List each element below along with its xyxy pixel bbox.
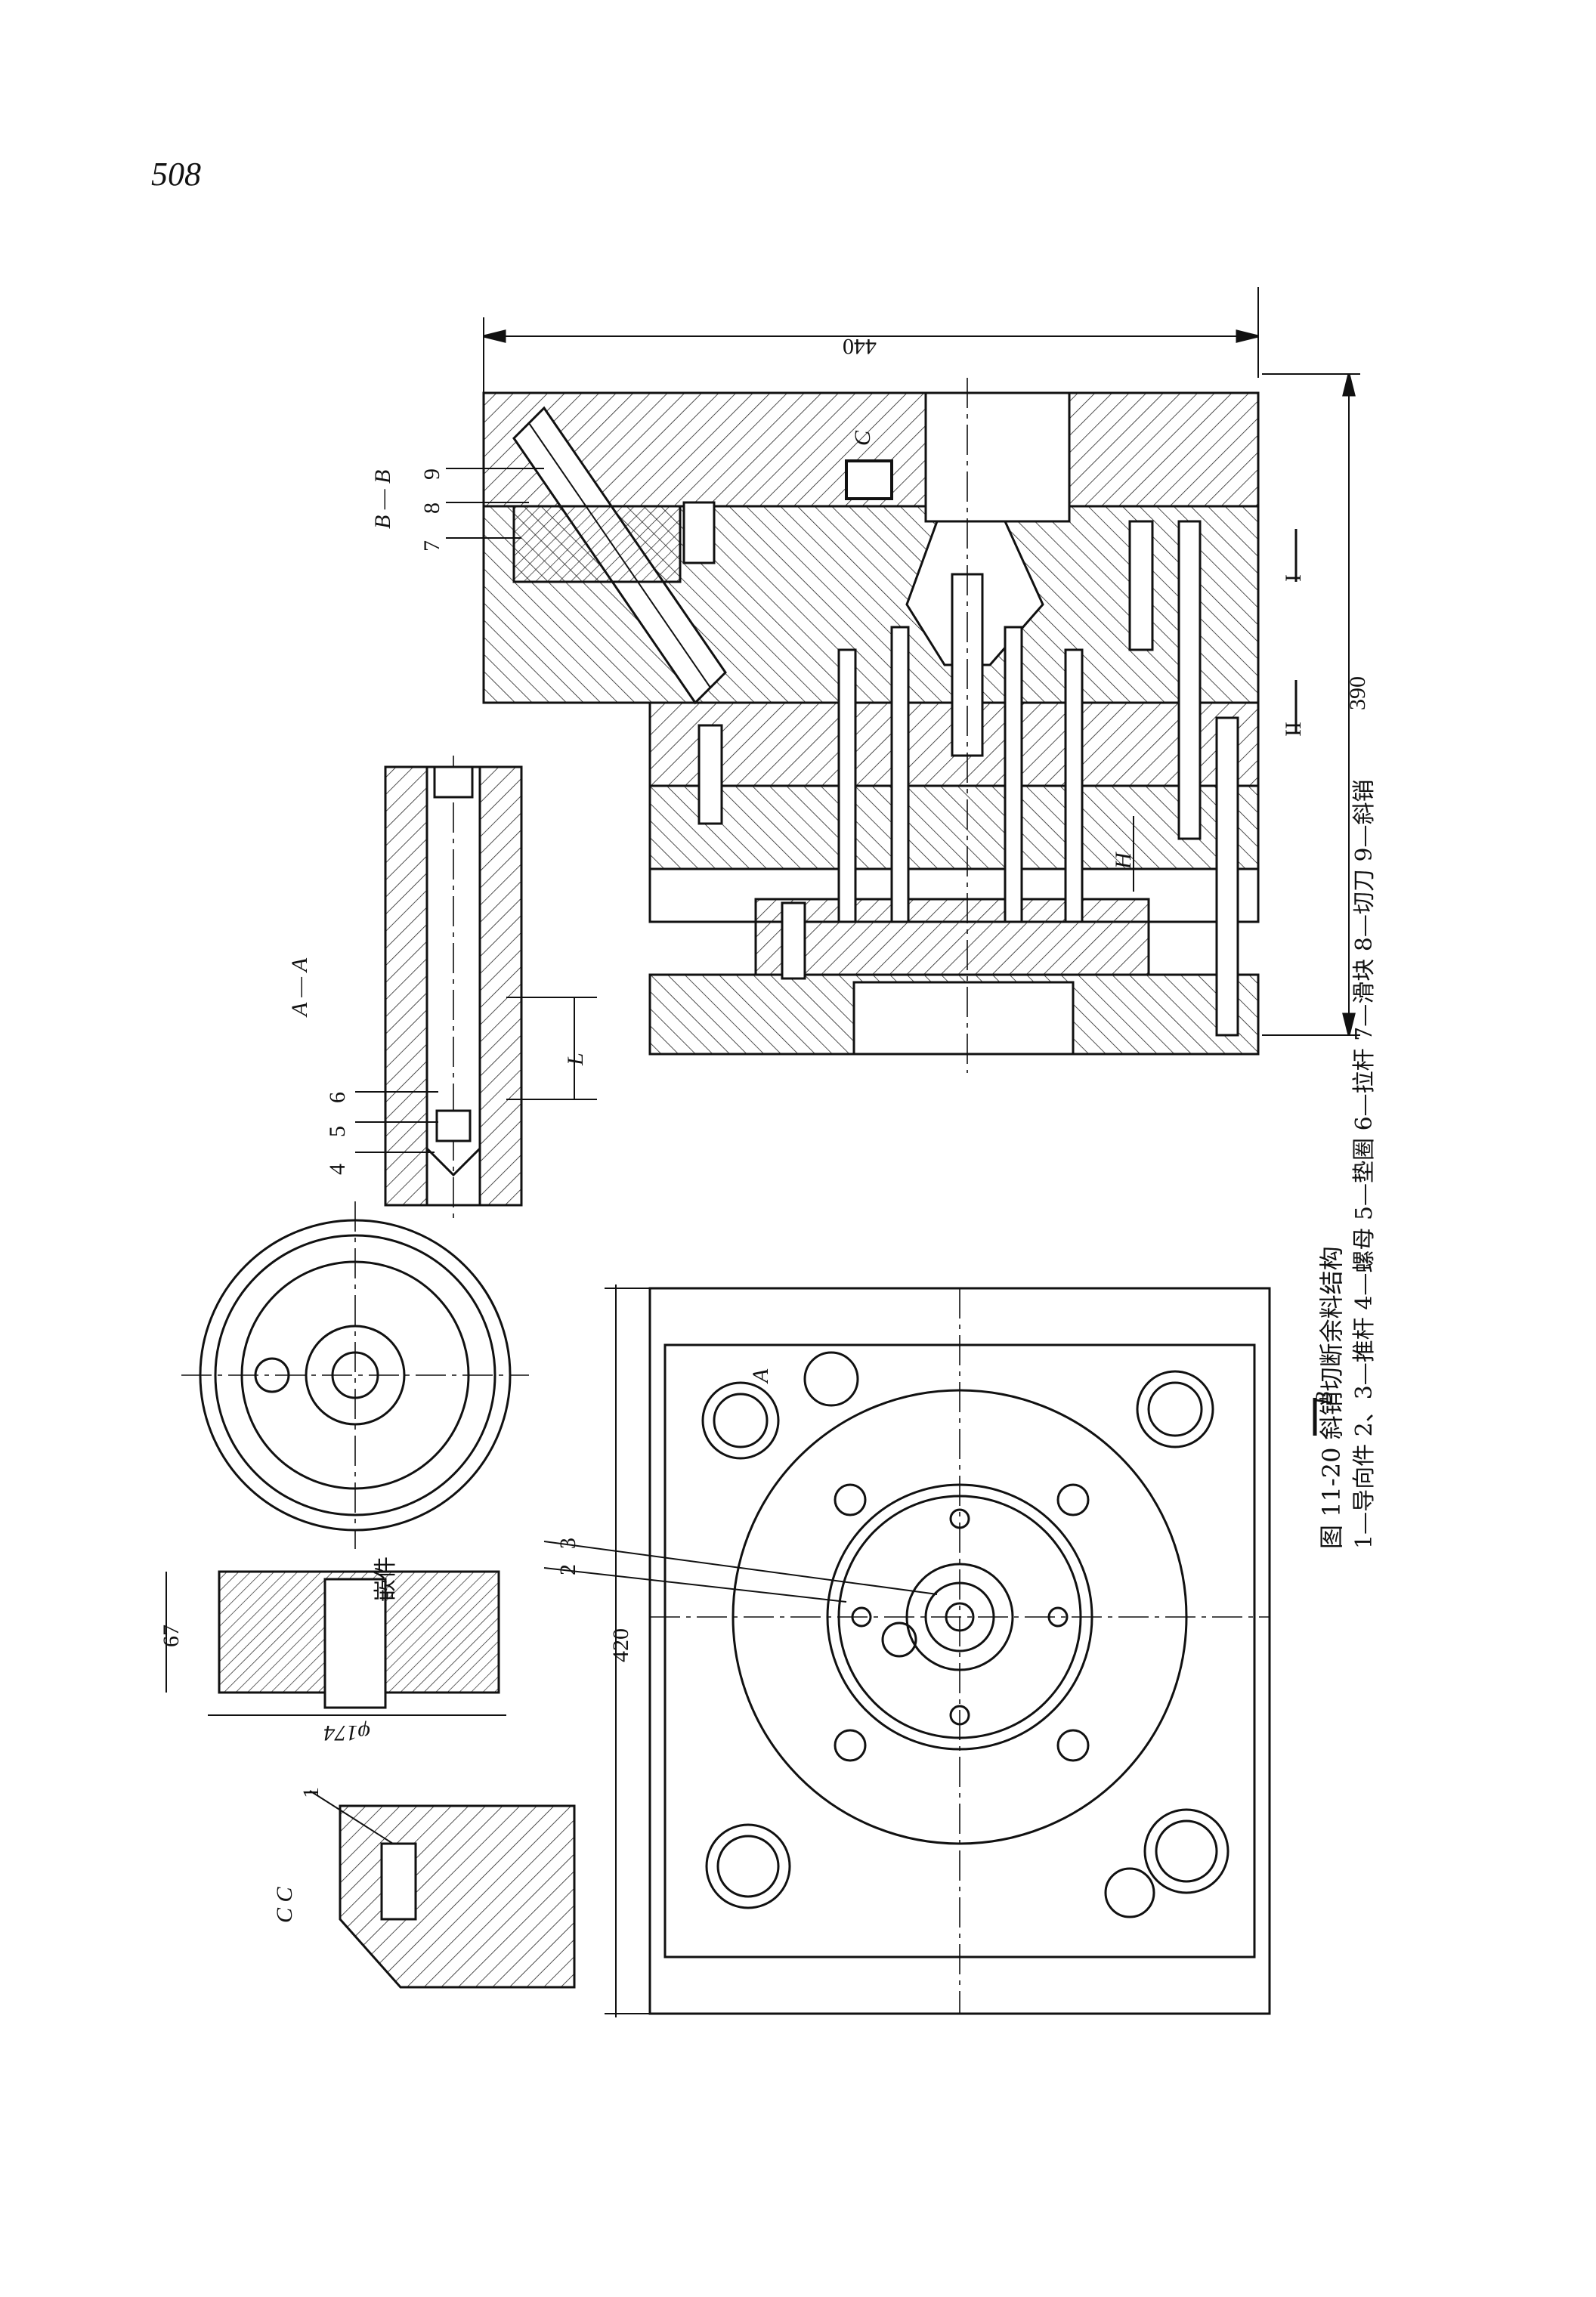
section-cc-label: C C (272, 1887, 297, 1923)
mark-c: C (850, 430, 875, 446)
section-cc-view (309, 1790, 576, 1989)
mark-ii: II (1281, 722, 1306, 737)
figure-title: 图 11-20 斜销切断余料结构 (1317, 1246, 1346, 1549)
part-number-6: 6 (325, 1092, 350, 1103)
mark-i: I (1281, 574, 1306, 582)
part-number-3: 3 (555, 1538, 580, 1549)
mark-a: A (748, 1368, 773, 1383)
section-aa-label: A — A (287, 957, 312, 1016)
section-aa-view (355, 756, 597, 1224)
plan-view (605, 1285, 1271, 2017)
page-number: 508 (151, 156, 201, 193)
part-number-5: 5 (325, 1126, 350, 1137)
dimension-390: 390 (1345, 676, 1370, 710)
part-number-2: 2 (555, 1564, 580, 1575)
dimension-420: 420 (608, 1628, 633, 1662)
leaders-789 (446, 468, 544, 539)
dimension-67: 67 (159, 1625, 184, 1647)
insert-label: 嵌件 (373, 1557, 398, 1602)
part-number-4: 4 (325, 1164, 350, 1175)
section-bb-view (482, 287, 1360, 1073)
figure-legend: 1—导向件 2、3—推杆 4—螺母 5—垫圈 6—拉杆 7—滑块 8—切刀 9—… (1351, 779, 1378, 1549)
dimension-H: H (1111, 852, 1136, 869)
dimension-phi174: φ174 (323, 1720, 370, 1745)
part-number-8: 8 (419, 502, 444, 514)
part-number-7: 7 (419, 540, 444, 552)
dimension-440: 440 (843, 334, 877, 359)
part-top-view (181, 1201, 529, 1549)
part-number-9: 9 (419, 468, 444, 480)
dimension-L: L (563, 1053, 588, 1065)
section-bb-label: B — B (370, 469, 395, 529)
part-number-1: 1 (298, 1787, 323, 1798)
part-side-view (165, 1570, 506, 1716)
